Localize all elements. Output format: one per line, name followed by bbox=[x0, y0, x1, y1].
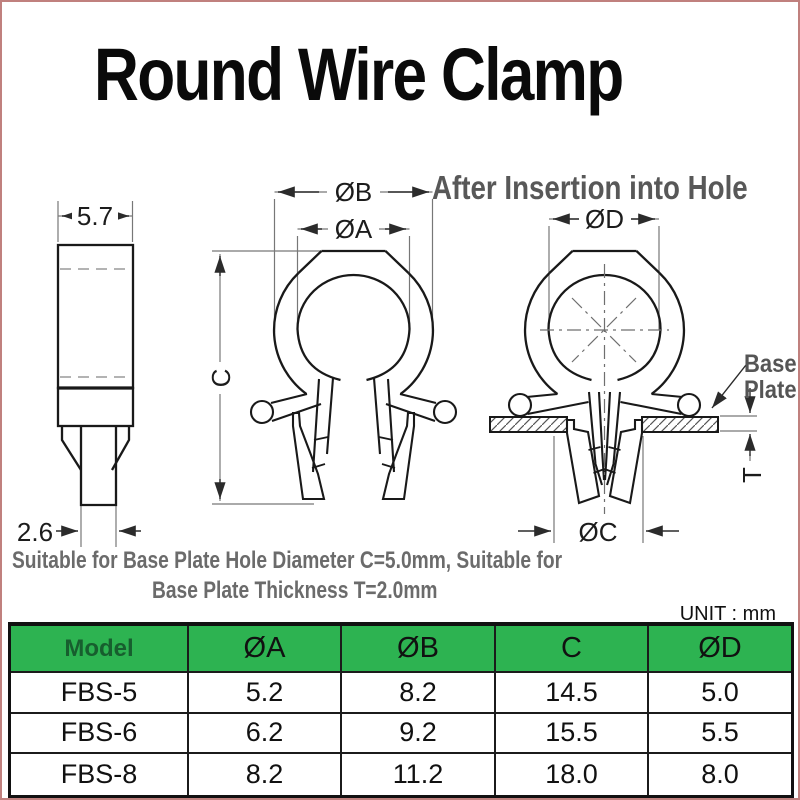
table-header-model: Model bbox=[11, 626, 189, 673]
table-header-c: C bbox=[496, 626, 649, 673]
base-plate-label-line1: Base bbox=[744, 350, 797, 378]
page-title: Round Wire Clamp bbox=[94, 33, 624, 116]
table-cell-model: FBS-6 bbox=[11, 713, 189, 755]
suitability-note-line2: Base Plate Thickness T=2.0mm bbox=[152, 577, 438, 604]
table-cell-model: FBS-5 bbox=[11, 673, 189, 714]
table-cell: 8.0 bbox=[701, 759, 739, 790]
front-view-diagram: ØB ØA C bbox=[206, 177, 458, 505]
dim-label-front-height: C bbox=[206, 369, 236, 388]
dim-label-front-outer: ØB bbox=[335, 177, 373, 207]
table-cell: 18.0 bbox=[496, 754, 649, 795]
dim-label-inserted-bottom: ØC bbox=[579, 517, 618, 547]
inserted-view-diagram: ØD ØC T bbox=[489, 204, 767, 547]
table-cell: 8.2 bbox=[342, 673, 496, 714]
dim-label-front-inner: ØA bbox=[335, 214, 373, 244]
spec-table: Model ØA ØB C ØD FBS-5 5.2 8.2 14.5 5.0 … bbox=[8, 622, 794, 798]
table-cell: 8.2 bbox=[189, 754, 342, 795]
table-cell: 11.2 bbox=[342, 754, 496, 795]
inserted-view-heading: After Insertion into Hole bbox=[432, 169, 748, 206]
unit-label: UNIT : mm bbox=[679, 603, 776, 625]
suitability-note-line1: Suitable for Base Plate Hole Diameter C=… bbox=[12, 547, 563, 574]
table-cell: 5.0 bbox=[649, 673, 791, 714]
table-cell: 6.2 bbox=[189, 713, 342, 755]
table-cell: 9.2 bbox=[342, 713, 496, 755]
table-cell: 5.2 bbox=[189, 673, 342, 714]
base-plate-label-line2: Plate bbox=[744, 376, 797, 404]
table-cell-model: FBS-8 bbox=[11, 754, 189, 795]
table-header-dia-b: ØB bbox=[342, 626, 496, 673]
dim-label-inserted-top: ØD bbox=[585, 204, 624, 234]
table-header-dia-a: ØA bbox=[189, 626, 342, 673]
dim-label-side-bottom: 2.6 bbox=[17, 517, 53, 547]
side-view-diagram: 5.7 2.6 bbox=[17, 201, 141, 547]
dim-label-plate-thickness: T bbox=[737, 467, 767, 483]
table-cell: 15.5 bbox=[496, 713, 649, 755]
table-header-dia-d: ØD bbox=[649, 626, 791, 673]
dim-label-side-top: 5.7 bbox=[77, 201, 113, 231]
table-cell: 5.5 bbox=[649, 714, 791, 755]
table-cell: 14.5 bbox=[496, 673, 649, 714]
